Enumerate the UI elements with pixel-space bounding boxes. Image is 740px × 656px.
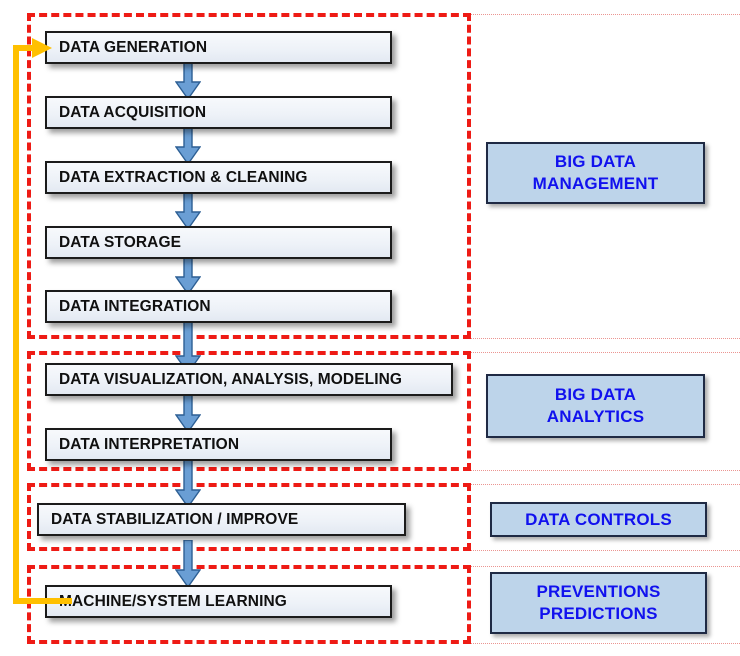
process-label: DATA ACQUISITION (59, 103, 207, 121)
process-box-data-storage[interactable]: DATA STORAGE (45, 226, 392, 259)
process-label: DATA INTERPRETATION (59, 435, 240, 453)
category-label-big-data-management[interactable]: BIG DATA MANAGEMENT (486, 142, 705, 204)
process-box-data-visualization-analysis-modeling[interactable]: DATA VISUALIZATION, ANALYSIS, MODELING (45, 363, 453, 396)
process-box-machine-system-learning[interactable]: MACHINE/SYSTEM LEARNING (45, 585, 392, 618)
process-label: DATA GENERATION (59, 38, 208, 56)
category-line: PREDICTIONS (539, 604, 658, 623)
process-label: DATA STORAGE (59, 233, 182, 251)
process-box-data-acquisition[interactable]: DATA ACQUISITION (45, 96, 392, 129)
process-label: DATA VISUALIZATION, ANALYSIS, MODELING (59, 370, 403, 388)
process-label: DATA EXTRACTION & CLEANING (59, 168, 308, 186)
ghost-rule-top (466, 14, 740, 15)
ghost-rule-analytics-top (466, 352, 740, 353)
category-line: ANALYTICS (546, 407, 645, 426)
category-line: PREVENTIONS (536, 582, 661, 602)
process-box-data-generation[interactable]: DATA GENERATION (45, 31, 392, 64)
ghost-rule-predictions-top (466, 566, 740, 567)
ghost-rule-controls-top (466, 484, 740, 485)
process-label: DATA STABILIZATION / IMPROVE (51, 510, 299, 528)
ghost-rule-analytics-bottom (466, 470, 740, 471)
flow-arrow-8 (175, 540, 201, 588)
process-box-data-extraction-cleaning[interactable]: DATA EXTRACTION & CLEANING (45, 161, 392, 194)
flow-arrow-2 (175, 127, 201, 165)
process-box-data-stabilization-improve[interactable]: DATA STABILIZATION / IMPROVE (37, 503, 406, 536)
process-label: DATA INTEGRATION (59, 297, 211, 315)
category-label-preventions-predictions[interactable]: PREVENTIONS PREDICTIONS (490, 572, 707, 634)
ghost-rule-mgmt-bottom (466, 338, 740, 339)
category-line: DATA CONTROLS (525, 509, 672, 529)
category-line: BIG DATA (554, 152, 637, 172)
process-label: MACHINE/SYSTEM LEARNING (59, 592, 287, 610)
ghost-rule-controls-bottom (466, 550, 740, 551)
category-line: BIG DATA (554, 385, 637, 405)
flow-arrow-6 (175, 395, 201, 433)
process-box-data-interpretation[interactable]: DATA INTERPRETATION (45, 428, 392, 461)
flow-arrow-7 (175, 460, 201, 508)
flow-arrow-3 (175, 192, 201, 230)
category-label-big-data-analytics[interactable]: BIG DATA ANALYTICS (486, 374, 705, 438)
ghost-rule-bottom (466, 643, 740, 644)
category-label-data-controls[interactable]: DATA CONTROLS (490, 502, 707, 537)
process-box-data-integration[interactable]: DATA INTEGRATION (45, 290, 392, 323)
category-line: MANAGEMENT (532, 174, 659, 193)
flow-arrow-4 (175, 257, 201, 295)
flow-arrow-1 (175, 62, 201, 100)
